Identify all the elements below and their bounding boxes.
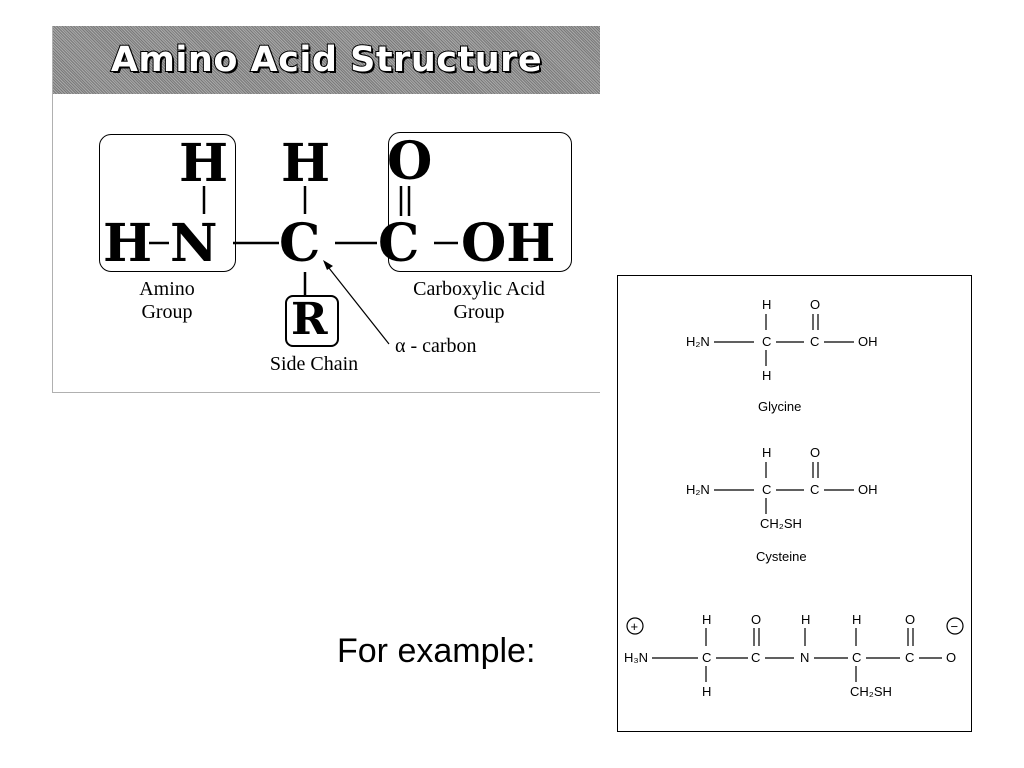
atom-n: N <box>170 213 218 274</box>
glycine-h-bottom: H <box>762 368 771 383</box>
atom-h-left: H <box>103 213 153 274</box>
cysteine-name: Cysteine <box>756 549 807 564</box>
atom-c-alpha: C <box>279 213 321 274</box>
cysteine-side: CH₂SH <box>760 516 802 531</box>
cysteine-h2n: H₂N <box>686 482 710 497</box>
glycine-oh: OH <box>858 334 878 349</box>
dipeptide-h2: H <box>852 612 861 627</box>
amino-group-label: Amino Group <box>139 278 195 323</box>
carboxylic-group-box <box>388 132 572 272</box>
glycine-structure: H₂N H C H O C OH Glycine <box>686 297 878 414</box>
dipeptide-o1: O <box>751 612 761 627</box>
cysteine-c1: C <box>762 482 771 497</box>
dipeptide-h-n: H <box>801 612 810 627</box>
dipeptide-minus: − <box>951 619 959 634</box>
cysteine-o-top: O <box>810 445 820 460</box>
dipeptide-h1: H <box>702 612 711 627</box>
atom-c-carboxyl: C <box>378 213 420 274</box>
dipeptide-n: N <box>800 650 809 665</box>
page-title: Amino Acid Structure <box>110 39 543 81</box>
dipeptide-side: CH₂SH <box>850 684 892 699</box>
side-chain-box <box>285 295 339 347</box>
glycine-h2n: H₂N <box>686 334 710 349</box>
glycine-h-top: H <box>762 297 771 312</box>
dipeptide-c3: C <box>852 650 861 665</box>
example-label: For example: <box>337 632 536 670</box>
alpha-arrow-line <box>324 262 390 345</box>
amino-group-box <box>99 134 236 272</box>
dipeptide-c1: C <box>702 650 711 665</box>
side-chain-label: Side Chain <box>269 353 359 375</box>
glycine-o-top: O <box>810 297 820 312</box>
dipeptide-o-end: O <box>946 650 956 665</box>
atom-oh: OH <box>461 213 556 274</box>
dipeptide-plus: + <box>631 619 639 634</box>
atom-h-top-left: H <box>179 133 229 194</box>
examples-panel: H₂N H C H O C OH Glycine H₂N H C CH₂SH <box>617 275 972 732</box>
example-molecules: H₂N H C H O C OH Glycine H₂N H C CH₂SH <box>624 297 964 699</box>
cysteine-oh: OH <box>858 482 878 497</box>
cysteine-h-top: H <box>762 445 771 460</box>
dipeptide-c4: C <box>905 650 914 665</box>
glycine-c1: C <box>762 334 771 349</box>
dipeptide-structure: + − H₃N H C H O C H N H C CH₂SH <box>624 612 964 699</box>
dipeptide-c2: C <box>751 650 760 665</box>
dipeptide-o2: O <box>905 612 915 627</box>
alpha-carbon-label: α - carbon <box>395 335 477 357</box>
glycine-name: Glycine <box>758 399 801 414</box>
title-bar: Amino Acid Structure <box>53 26 600 94</box>
structure-bonds <box>149 186 458 345</box>
dipeptide-h-bottom: H <box>702 684 711 699</box>
cysteine-structure: H₂N H C CH₂SH O C OH Cysteine <box>686 445 878 564</box>
glycine-c2: C <box>810 334 819 349</box>
amino-acid-structure-panel: Amino Acid Structure H H O H N C C OH R … <box>52 26 600 393</box>
atom-h-top-mid: H <box>281 133 331 194</box>
alpha-arrow-head <box>323 260 333 270</box>
atom-o-top: O <box>387 131 433 192</box>
atom-r: R <box>291 294 328 345</box>
carboxylic-group-label: Carboxylic Acid Group <box>413 278 545 323</box>
dipeptide-h3n: H₃N <box>624 650 648 665</box>
cysteine-c2: C <box>810 482 819 497</box>
